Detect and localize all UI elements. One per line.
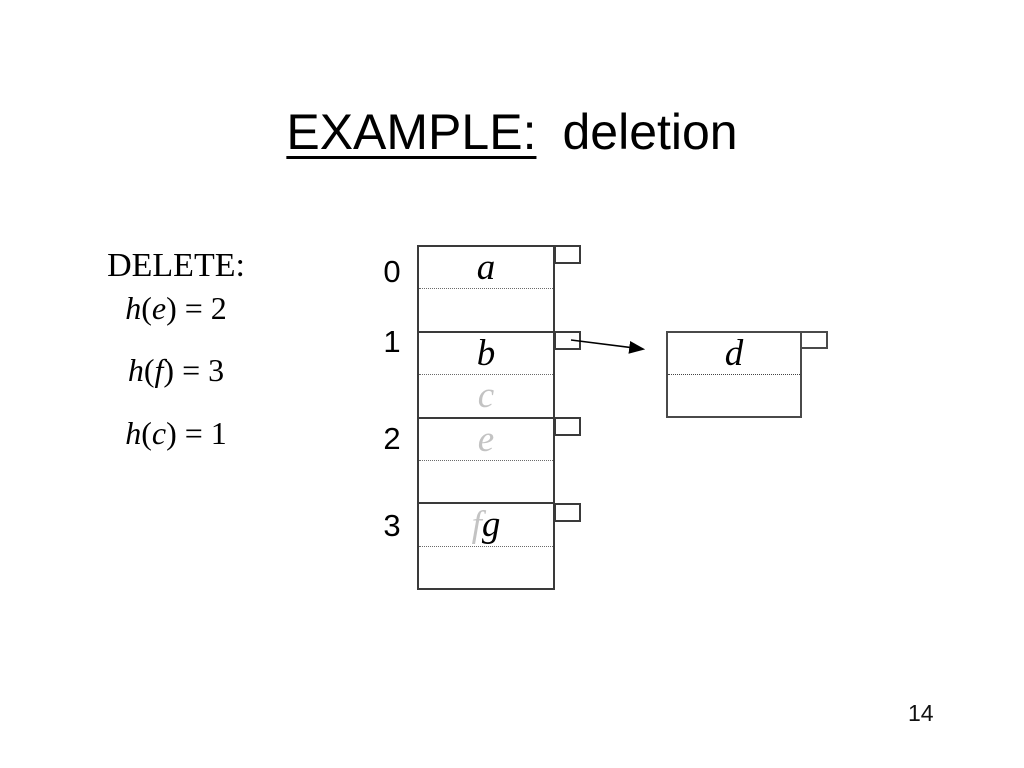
bucket-3-pointer-tab xyxy=(554,503,581,522)
bucket-index-3: 3 xyxy=(383,508,401,543)
bucket-2-slot-top: e xyxy=(419,419,553,461)
item-d: d xyxy=(724,333,744,374)
bucket-0-pointer-tab xyxy=(554,245,581,264)
overflow-node-d: d xyxy=(666,331,802,418)
item-a: a xyxy=(476,247,496,289)
page-title: EXAMPLE: deletion xyxy=(0,103,1024,161)
item-f-deleted: f xyxy=(471,504,482,546)
overflow-node-pointer-tab xyxy=(800,331,828,349)
equation-h-c: h(c)=1 xyxy=(125,415,227,451)
bucket-1-slot-bottom: c xyxy=(419,375,553,416)
bucket-1: b c xyxy=(419,330,553,417)
bucket-0: a xyxy=(419,247,553,331)
bucket-index-1: 1 xyxy=(383,324,401,359)
item-e-deleted: e xyxy=(477,418,495,460)
overflow-node-slot-bottom xyxy=(668,375,800,416)
item-c-deleted: c xyxy=(477,375,495,417)
bucket-3-slot-bottom xyxy=(419,547,553,588)
equation-h-e: h(e)=2 xyxy=(125,290,227,326)
bucket-index-2: 2 xyxy=(383,421,401,456)
bucket-2-pointer-tab xyxy=(554,417,581,436)
bucket-2: e xyxy=(419,416,553,503)
bucket-0-slot-bottom xyxy=(419,289,553,330)
overflow-node-slot-top: d xyxy=(668,333,800,375)
delete-heading: DELETE: xyxy=(107,247,245,284)
bucket-1-slot-top: b xyxy=(419,332,553,376)
item-b: b xyxy=(476,332,496,374)
bucket-index-0: 0 xyxy=(383,254,401,289)
bucket-0-slot-top: a xyxy=(419,247,553,290)
title-rest-part: deletion xyxy=(562,104,738,160)
page-number: 14 xyxy=(908,700,934,726)
item-g: g xyxy=(481,504,501,546)
equation-h-f: h(f)=3 xyxy=(127,352,225,388)
bucket-2-slot-bottom xyxy=(419,461,553,502)
bucket-1-pointer-tab xyxy=(554,331,581,350)
title-underlined-part: EXAMPLE: xyxy=(286,104,537,160)
